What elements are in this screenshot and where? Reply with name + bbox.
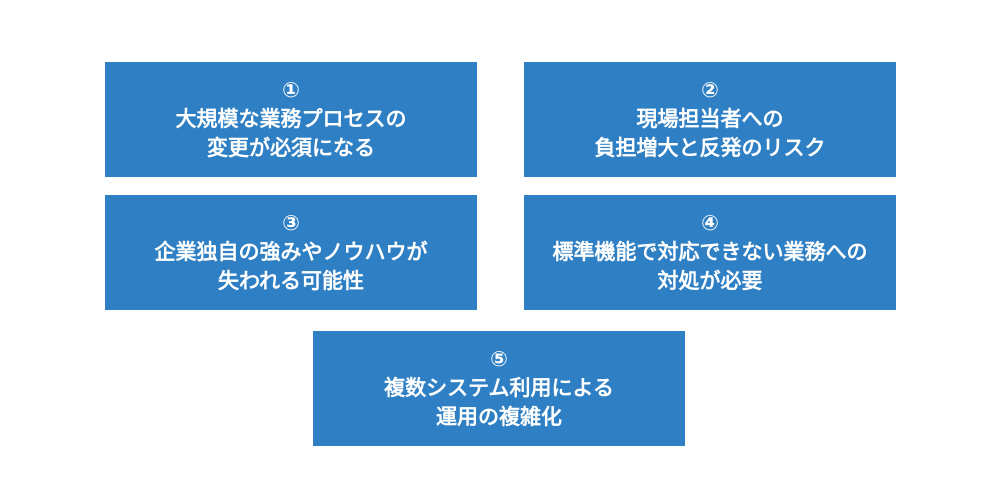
issue-box-1: ① 大規模な業務プロセスの 変更が必須になる	[105, 62, 477, 177]
issue-box-3: ③ 企業独自の強みやノウハウが 失われる可能性	[105, 195, 477, 310]
issue-number: ③	[282, 211, 300, 235]
issue-text-line: 企業独自の強みやノウハウが	[154, 240, 428, 264]
issue-box-4: ④ 標準機能で対応できない業務への 対処が必要	[524, 195, 896, 310]
issue-number: ①	[282, 78, 300, 102]
issue-number: ②	[701, 78, 719, 102]
issue-number: ⑤	[490, 347, 508, 371]
issue-box-5: ⑤ 複数システム利用による 運用の複雑化	[313, 331, 685, 446]
issue-text-line: 対処が必要	[657, 269, 763, 293]
issue-text-line: 複数システム利用による	[384, 376, 614, 400]
issue-text-line: 変更が必須になる	[207, 136, 375, 160]
issue-text-line: 標準機能で対応できない業務への	[552, 240, 868, 264]
issue-text-line: 失われる可能性	[218, 269, 364, 293]
issue-box-2: ② 現場担当者への 負担増大と反発のリスク	[524, 62, 896, 177]
issue-text-line: 負担増大と反発のリスク	[594, 136, 826, 160]
issue-number: ④	[701, 211, 719, 235]
issue-text-line: 運用の複雑化	[436, 405, 562, 429]
issue-text-line: 大規模な業務プロセスの	[175, 107, 407, 131]
issue-text-line: 現場担当者への	[636, 107, 784, 131]
